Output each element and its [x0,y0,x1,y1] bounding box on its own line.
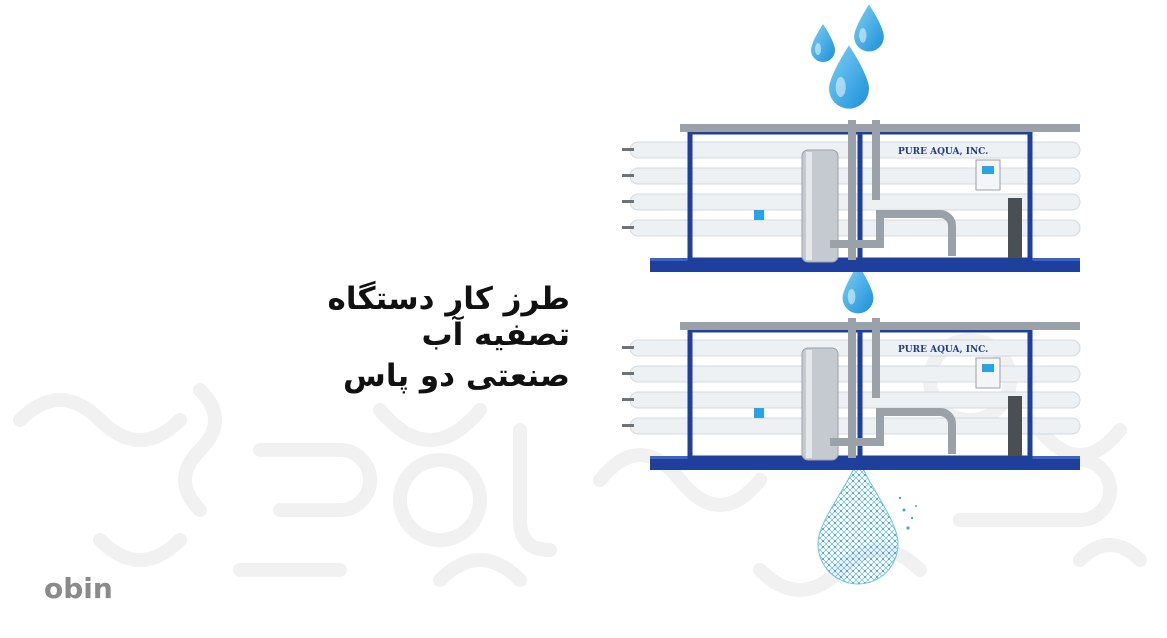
ro-unit-pass-2: PURE AQUA, INC. [622,318,1081,470]
water-drop-icon [854,4,884,52]
water-drop-icon [811,24,835,62]
brand-label: PURE AQUA, INC. [898,147,988,157]
background-pattern [13,333,1147,597]
obin-logo: obin [44,572,113,605]
page-title-line-2: صنعتی دو پاس [343,358,570,394]
digital-water-drop-icon [817,453,917,585]
brand-label: PURE AQUA, INC. [898,345,988,355]
water-drop-icon [829,45,869,109]
water-drop-icon [842,264,874,314]
page-title-line-1: طرز کار دستگاه تصفیه آب [327,281,570,353]
ro-unit-pass-1: PURE AQUA, INC. [622,120,1081,272]
